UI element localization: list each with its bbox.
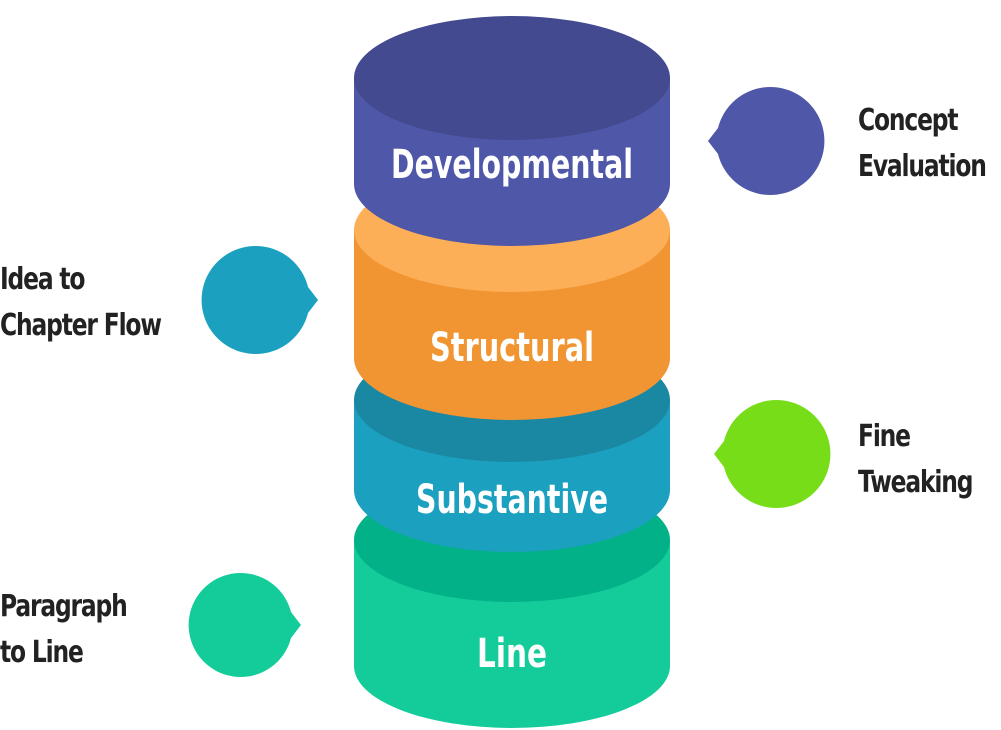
bubble-idea-to-chapter-flow-icon [201, 245, 318, 354]
layer-developmental-top [354, 16, 670, 140]
annotation-paragraph-to-line: Paragraph to Line [0, 584, 128, 676]
bubble-fine-tweaking-icon [714, 400, 831, 508]
annotation-fine-tweaking: Fine Tweaking [858, 414, 973, 506]
annotation-concept-evaluation: Concept Evaluation [858, 98, 987, 190]
layer-developmental: Developmental [354, 16, 670, 246]
annotation-concept-evaluation-line-2: Evaluation [858, 149, 987, 184]
annotation-fine-tweaking-line-2: Tweaking [858, 465, 973, 500]
layer-developmental-label: Developmental [391, 142, 633, 188]
annotation-idea-to-chapter-flow: Idea to Chapter Flow [0, 257, 162, 349]
annotation-idea-to-chapter-flow-line-1: Idea to [0, 262, 86, 297]
layer-structural-label: Structural [430, 325, 594, 371]
annotation-paragraph-to-line-line-1: Paragraph [0, 589, 128, 624]
layer-line-label: Line [477, 631, 547, 677]
bubble-paragraph-to-line-icon [188, 573, 301, 677]
bubble-concept-evaluation-icon [708, 87, 825, 195]
annotation-idea-to-chapter-flow-line-2: Chapter Flow [0, 308, 162, 343]
layer-substantive-label: Substantive [416, 477, 608, 523]
annotation-fine-tweaking-line-1: Fine [858, 419, 911, 454]
annotation-concept-evaluation-line-1: Concept [858, 103, 959, 138]
annotation-paragraph-to-line-line-2: to Line [0, 635, 84, 670]
